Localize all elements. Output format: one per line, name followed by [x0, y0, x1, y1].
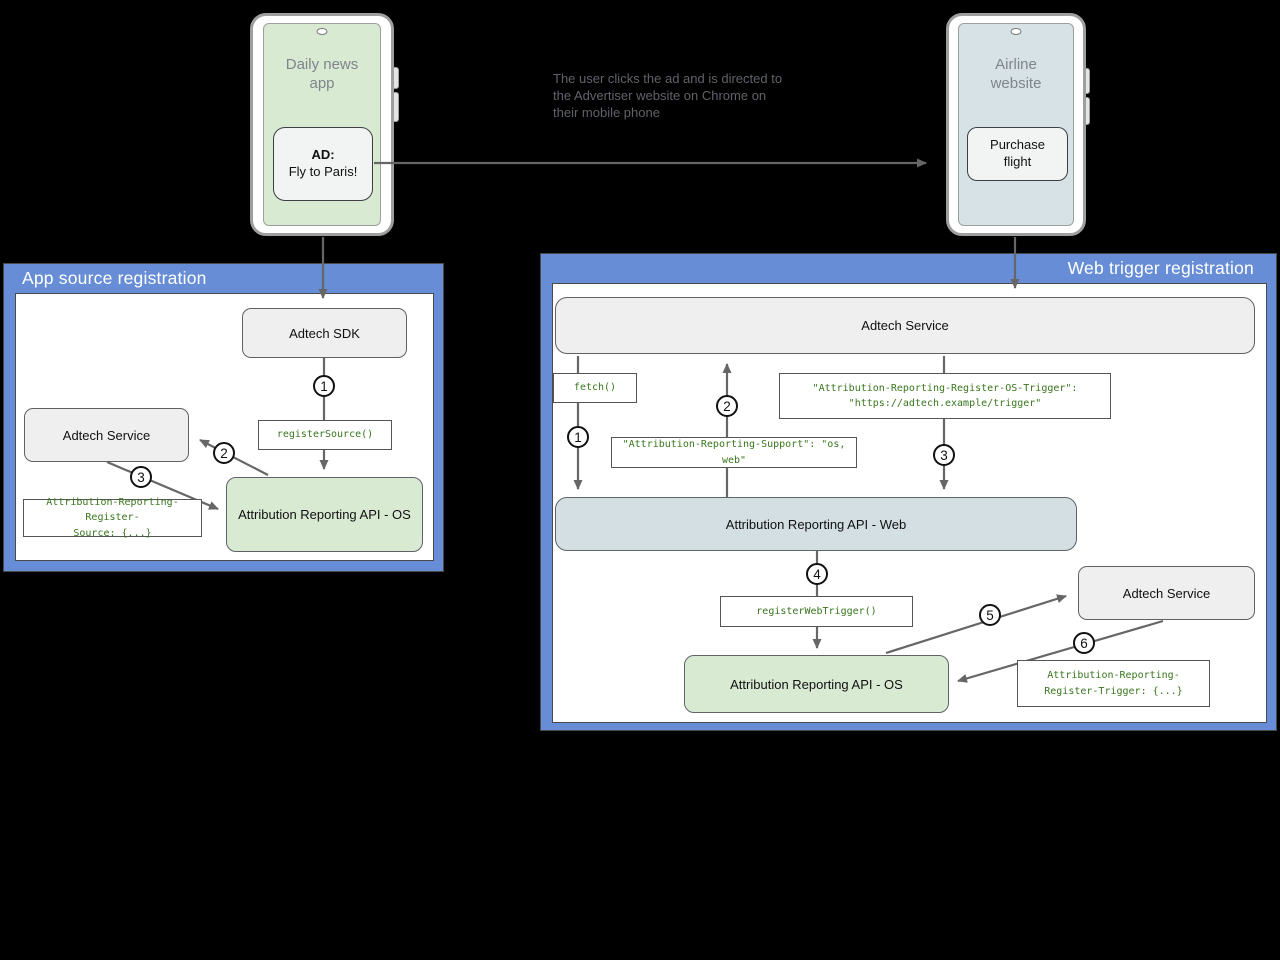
node-adtech-sdk: Adtech SDK	[242, 308, 407, 358]
site-title: Airline website	[990, 56, 1042, 92]
node-register-source-header: Attribution-Reporting-Register- Source: …	[23, 497, 202, 539]
node-register-trigger-header: Attribution-Reporting- Register-Trigger:…	[1017, 660, 1210, 707]
panel-title-app-source: App source registration	[22, 268, 207, 288]
phone-screen-airline: Airline website Purchase flight	[958, 23, 1074, 226]
node-support-header: "Attribution-Reporting-Support": "os, we…	[611, 437, 857, 468]
step-1-right: 1	[567, 426, 589, 448]
node-register-os-trigger-header: "Attribution-Reporting-Register-OS-Trigg…	[779, 373, 1111, 419]
step-2-left: 2	[213, 442, 235, 464]
node-register-web-trigger-call: registerWebTrigger()	[720, 596, 913, 627]
purchase-flight-label: Purchase flight	[990, 137, 1045, 169]
user-click-annotation: The user clicks the ad and is directed t…	[553, 71, 783, 120]
step-3-right: 3	[933, 444, 955, 466]
ad-banner: AD: Fly to Paris!	[273, 127, 373, 201]
node-api-web: Attribution Reporting API - Web	[555, 497, 1077, 551]
node-adtech-service-left: Adtech Service	[24, 408, 189, 462]
app-title: Daily news app	[285, 56, 359, 92]
camera-dot-icon	[1010, 28, 1022, 35]
panel-title-web-trigger: Web trigger registration	[1067, 258, 1254, 278]
ad-banner-text: Fly to Paris!	[288, 164, 358, 179]
step-3-left: 3	[130, 466, 152, 488]
ad-banner-heading: AD:	[311, 147, 335, 163]
step-4-right: 4	[806, 563, 828, 585]
node-register-source-call: registerSource()	[258, 420, 392, 450]
node-adtech-service-top: Adtech Service	[555, 297, 1255, 354]
node-fetch-call: fetch()	[553, 373, 637, 403]
node-api-os-left: Attribution Reporting API - OS	[226, 477, 423, 552]
purchase-flight-button: Purchase flight	[967, 127, 1068, 181]
step-2-right: 2	[716, 395, 738, 417]
node-adtech-service-right: Adtech Service	[1078, 566, 1255, 620]
step-1-left: 1	[313, 375, 335, 397]
step-5-right: 5	[979, 604, 1001, 626]
phone-screen-daily-news: Daily news app AD: Fly to Paris!	[263, 23, 381, 226]
camera-dot-icon	[316, 28, 328, 35]
phone-daily-news: Daily news app AD: Fly to Paris!	[250, 13, 394, 236]
step-6-right: 6	[1073, 632, 1095, 654]
phone-airline: Airline website Purchase flight	[946, 13, 1086, 236]
node-api-os-right: Attribution Reporting API - OS	[684, 655, 949, 713]
